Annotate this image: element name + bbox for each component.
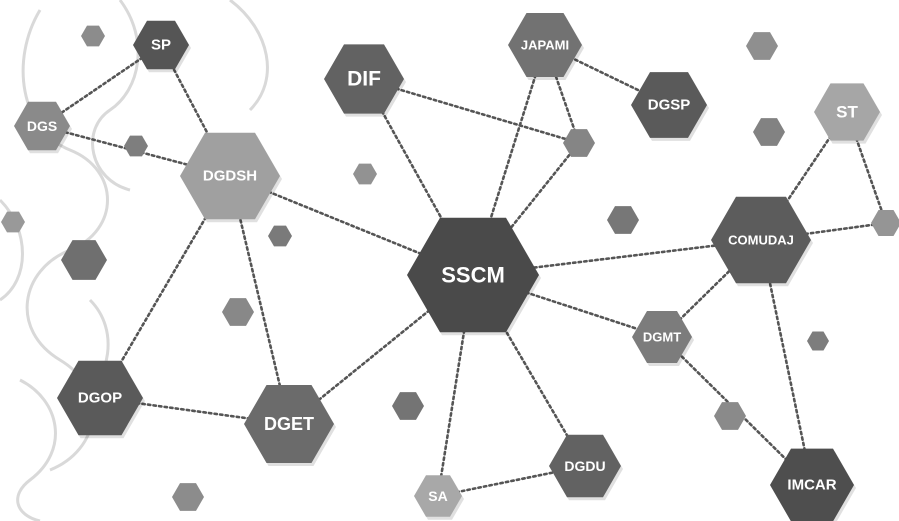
decor-hexagon xyxy=(353,163,377,185)
decor-hexagon xyxy=(871,210,899,236)
node-hexagon xyxy=(711,196,811,284)
node-dgop: DGOP xyxy=(57,360,145,439)
node-label-dget: DGET xyxy=(264,414,314,434)
decor-hexagon xyxy=(61,240,107,280)
decor-hexagon xyxy=(392,392,424,420)
decor-hexagon xyxy=(172,483,204,511)
node-label-japami: JAPAMI xyxy=(521,38,569,53)
node-hexagon xyxy=(133,20,189,70)
decor-hexagon xyxy=(81,25,105,47)
node-label-dif: DIF xyxy=(347,68,381,91)
node-label-dgs: DGS xyxy=(27,118,57,134)
node-dgdsh: DGDSH xyxy=(180,132,282,223)
node-hexagon xyxy=(414,475,462,517)
nodes: SSCM DIF JAPAMI DGSP ST COMUDAJ DGMT IMCAR DGDU S… xyxy=(14,13,882,521)
node-sp: SP xyxy=(133,20,191,73)
edge-dif-decor_4 xyxy=(362,77,581,145)
node-label-dgdsh: DGDSH xyxy=(203,168,257,185)
decor-hexagon xyxy=(753,118,785,146)
node-label-dgop: DGOP xyxy=(78,390,122,407)
node-dgsp: DGSP xyxy=(631,72,709,141)
node-dif: DIF xyxy=(324,44,406,117)
node-dgmt: DGMT xyxy=(632,311,694,366)
node-hexagon xyxy=(324,44,404,114)
node-dgs: DGS xyxy=(14,101,72,154)
node-label-imcar: IMCAR xyxy=(787,477,836,494)
decor-hexagon xyxy=(714,402,746,430)
node-japami: JAPAMI xyxy=(508,13,584,80)
decor-hexagon xyxy=(222,298,254,326)
node-dgdu: DGDU xyxy=(549,434,623,501)
node-hexagon xyxy=(244,385,334,463)
node-hexagon xyxy=(770,448,854,521)
edge-comudaj-decor_7 xyxy=(759,221,888,242)
node-label-sa: SA xyxy=(428,488,447,504)
node-label-dgsp: DGSP xyxy=(648,97,691,114)
node-label-dgmt: DGMT xyxy=(643,330,681,345)
node-hexagon xyxy=(180,132,280,220)
node-hexagon xyxy=(407,217,539,333)
decor-hexagon xyxy=(563,129,595,157)
node-dget: DGET xyxy=(244,385,336,466)
node-comudaj: COMUDAJ xyxy=(711,196,813,287)
node-hexagon xyxy=(632,311,692,363)
decor-hexagon xyxy=(124,135,148,157)
decor-hexagon xyxy=(607,206,639,234)
node-label-comudaj: COMUDAJ xyxy=(728,233,794,248)
background-ornament xyxy=(0,0,269,521)
decor-hexagon xyxy=(1,211,25,233)
node-hexagon xyxy=(57,360,143,436)
node-hexagon xyxy=(549,434,621,498)
node-sa: SA xyxy=(414,475,464,520)
node-sscm: SSCM xyxy=(407,217,541,336)
decorative-hexagons xyxy=(1,25,899,511)
node-hexagon xyxy=(814,83,880,141)
decor-hexagon xyxy=(746,32,778,60)
node-hexagon xyxy=(508,13,582,77)
node-imcar: IMCAR xyxy=(770,448,856,521)
node-label-sp: SP xyxy=(151,37,171,54)
node-hexagon xyxy=(14,101,70,151)
decor-hexagon xyxy=(807,331,829,351)
node-label-sscm: SSCM xyxy=(441,263,505,288)
decor-hexagon xyxy=(268,225,292,247)
node-label-st: ST xyxy=(836,103,858,122)
node-hexagon xyxy=(631,72,707,138)
node-label-dgdu: DGDU xyxy=(564,458,605,474)
node-st: ST xyxy=(814,83,882,144)
